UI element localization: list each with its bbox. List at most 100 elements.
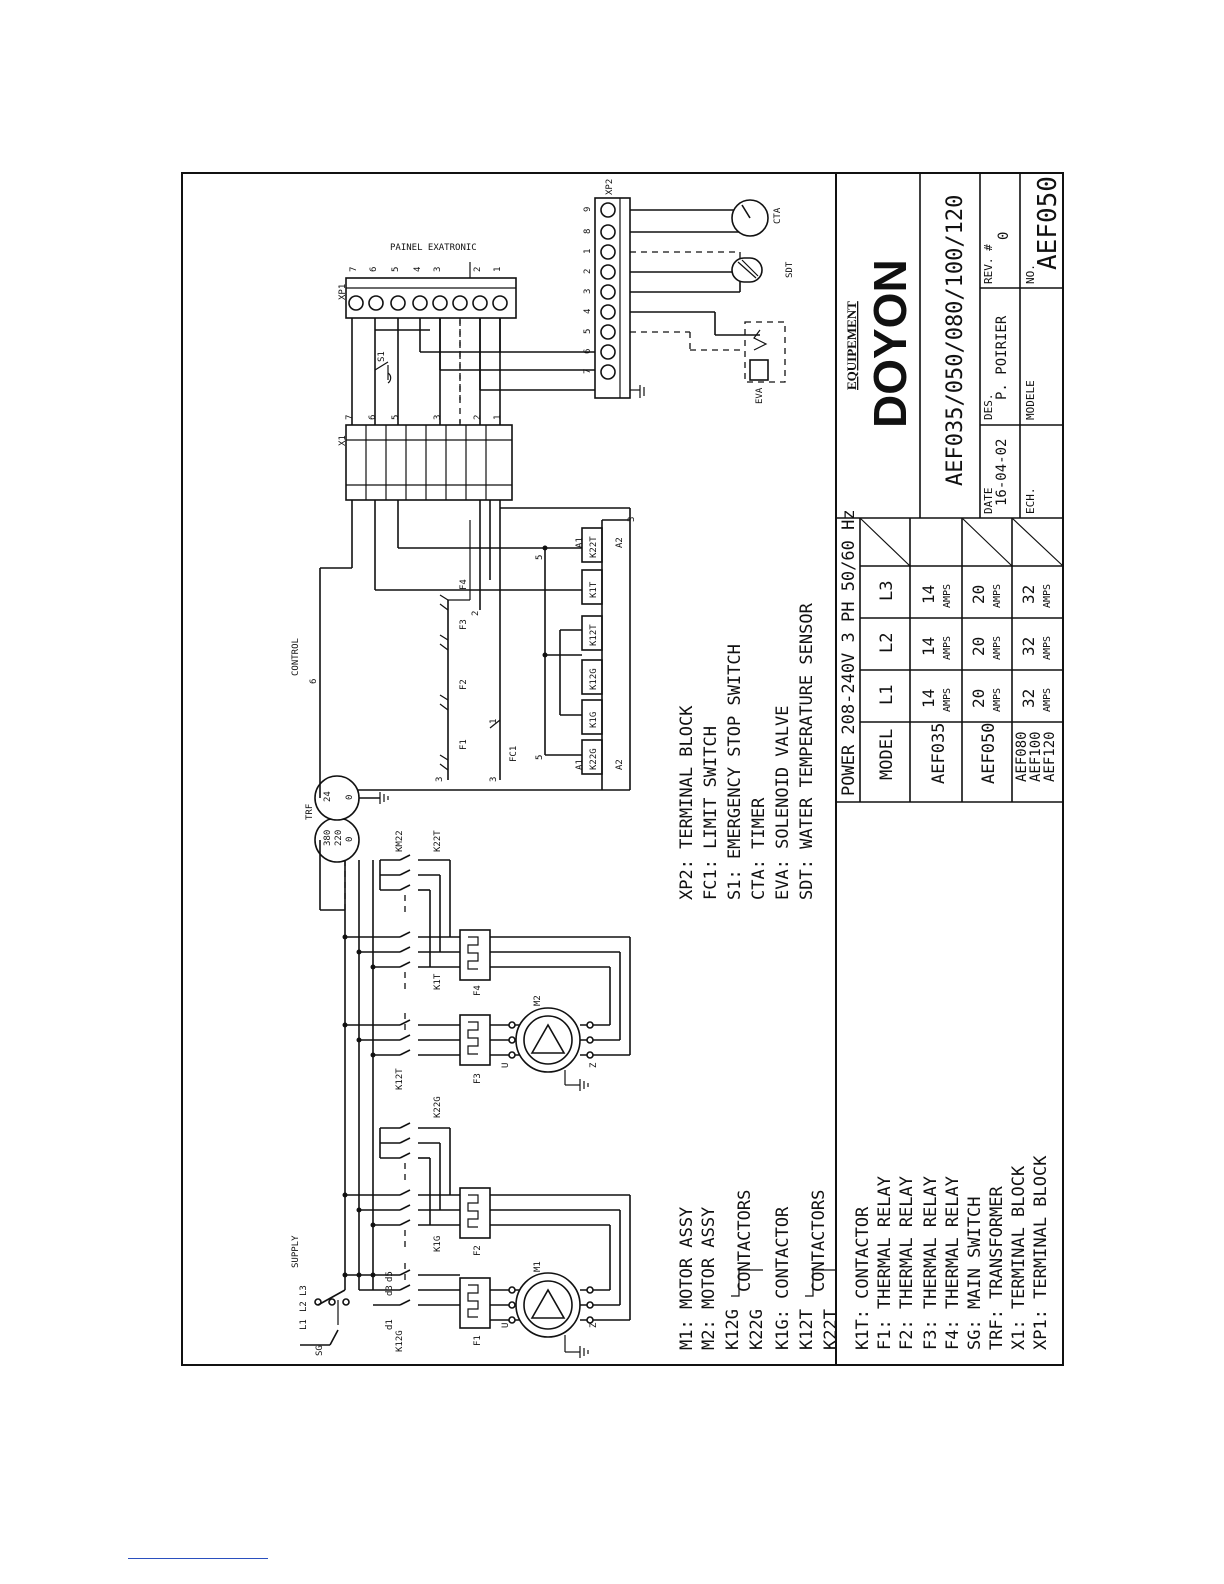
label-ctl-5a: 5 (535, 755, 545, 760)
title-rev-label: REV. # (982, 244, 995, 284)
legend-right-1: FC1: LIMIT SWITCH (701, 726, 721, 900)
label-z1: Z (589, 1322, 599, 1328)
label-u2: U (501, 1063, 511, 1068)
label-xp1-1: 1 (493, 267, 503, 272)
label-xp1-5: 5 (391, 267, 401, 272)
label-ctl-3b: 3 (489, 777, 499, 782)
label-xp2-6: 6 (583, 349, 593, 354)
label-x1-6: 6 (368, 415, 378, 420)
k12t-k22t-bracket (805, 1269, 837, 1297)
legend-left-9: K1T: CONTACTOR (853, 1206, 873, 1350)
label-l1: L1 (299, 1319, 309, 1330)
label-xp1-6: 6 (369, 267, 379, 272)
title-models: AEF035/050/080/100/120 (943, 195, 968, 486)
motor-m2-power-section (345, 854, 631, 1091)
legend-left-0: M1: MOTOR ASSY (677, 1207, 697, 1350)
label-x1-7: 7 (345, 415, 355, 420)
label-a2-6: A2 (615, 537, 625, 548)
power-row-1-l2: 20 (969, 637, 988, 656)
label-ctl-5b: 5 (535, 555, 545, 560)
power-row-0-l3: 14 (919, 585, 938, 604)
power-row-2-l3: 32 (1019, 585, 1038, 604)
label-xp2-4: 4 (583, 309, 593, 314)
label-k12g: K12G (395, 1330, 405, 1352)
label-x1-1: 1 (493, 415, 503, 420)
label-f1c: F1 (459, 739, 469, 750)
label-trf: TRF (305, 804, 315, 820)
legend-left-12: F3: THERMAL RELAY (921, 1176, 941, 1350)
label-xp2-7: 7 (583, 369, 593, 374)
title-no-label: NO. (1024, 264, 1037, 284)
legend-left-5: K1G: CONTACTOR (773, 1206, 793, 1350)
label-f4c: F4 (459, 579, 469, 590)
label-eva: EVA (755, 387, 765, 404)
label-xp1: XP1 (338, 284, 348, 300)
label-xp2-8: 8 (583, 229, 593, 234)
power-row-2-l2: 32 (1019, 637, 1038, 656)
legend-left-3: CONTACTORS (735, 1190, 755, 1292)
power-table-grid (836, 173, 1064, 803)
title-block-frame (835, 172, 1064, 1366)
label-ctl-3c: 3 (627, 517, 637, 522)
title-date: 16-04-02 (994, 439, 1010, 506)
power-row-2-u2: AMPS (1042, 636, 1053, 660)
xp2-terminal-block (594, 197, 786, 399)
label-u1: U (501, 1323, 511, 1328)
label-sdt: SDT (785, 261, 795, 278)
label-trf-24: 24 (323, 791, 333, 802)
label-xp1-3: 3 (433, 267, 443, 272)
label-d5: d5 (385, 1271, 395, 1282)
label-x1-2: 2 (473, 415, 483, 420)
supply-bus (300, 860, 376, 1346)
emergency-stop-switch (374, 329, 430, 384)
transformer (314, 568, 389, 911)
label-coil-k12g: K12G (589, 668, 599, 690)
xp1-terminal-block (345, 262, 595, 400)
power-row-1-model: AEF050 (979, 723, 999, 784)
power-row-0-u3: AMPS (942, 584, 953, 608)
label-xp2-3: 3 (583, 289, 593, 294)
power-row-2-model-0: AEF080 (1014, 731, 1030, 782)
power-row-2-u3: AMPS (1042, 584, 1053, 608)
legend-left-1: M2: MOTOR ASSY (699, 1207, 719, 1350)
title-modele-label: MODELE (1024, 380, 1037, 420)
legend-left-8: K22T (821, 1309, 841, 1350)
label-xp2-1: 1 (583, 249, 593, 254)
label-xp1-7: 7 (349, 267, 359, 272)
label-x1: X1 (338, 435, 348, 446)
power-row-2-l1: 32 (1019, 689, 1038, 708)
motor-m1-power-section (345, 1122, 631, 1358)
label-f3: F3 (473, 1073, 483, 1084)
title-number: AEF050 (1033, 176, 1063, 270)
footnote-rule (128, 1558, 268, 1559)
component-labels: SUPPLY L1 L2 L3 SG CONTROL PAINEL EXATRO… (291, 179, 795, 1356)
power-row-0-u2: AMPS (942, 636, 953, 660)
label-xp1-4: 4 (413, 267, 423, 272)
legend-right-3: CTA: TIMER (749, 797, 769, 900)
label-f3c: F3 (459, 619, 469, 630)
power-row-2-u1: AMPS (1042, 688, 1053, 712)
label-f4: F4 (473, 985, 483, 996)
label-k1g: K1G (433, 1236, 443, 1252)
label-a2-1: A2 (615, 759, 625, 770)
power-row-0-model: AEF035 (929, 723, 949, 784)
label-k1t: K1T (433, 973, 443, 990)
power-row-1-u3: AMPS (992, 584, 1003, 608)
label-control: CONTROL (291, 638, 301, 676)
power-row-2-model-1: AEF100 (1028, 731, 1044, 782)
power-row-1-u2: AMPS (992, 636, 1003, 660)
legend-left-2: K12G (723, 1309, 743, 1350)
label-coil-k1t: K1T (589, 581, 599, 598)
label-coil-k1g: K1G (589, 712, 599, 728)
power-row-0-u1: AMPS (942, 688, 953, 712)
legend-right-0: XP2: TERMINAL BLOCK (677, 705, 697, 900)
label-f2c: F2 (459, 679, 469, 690)
legend-left-13: F4: THERMAL RELAY (943, 1176, 963, 1350)
label-k22g: K22G (433, 1096, 443, 1118)
title-block: EQUIPEMENT DOYON AEF035/050/080/100/120 … (844, 176, 1063, 514)
label-trf-380: 380 (323, 830, 333, 846)
label-l3: L3 (299, 1285, 309, 1296)
legend-left-7: CONTACTORS (809, 1190, 829, 1292)
power-header-l2: L2 (877, 633, 897, 653)
